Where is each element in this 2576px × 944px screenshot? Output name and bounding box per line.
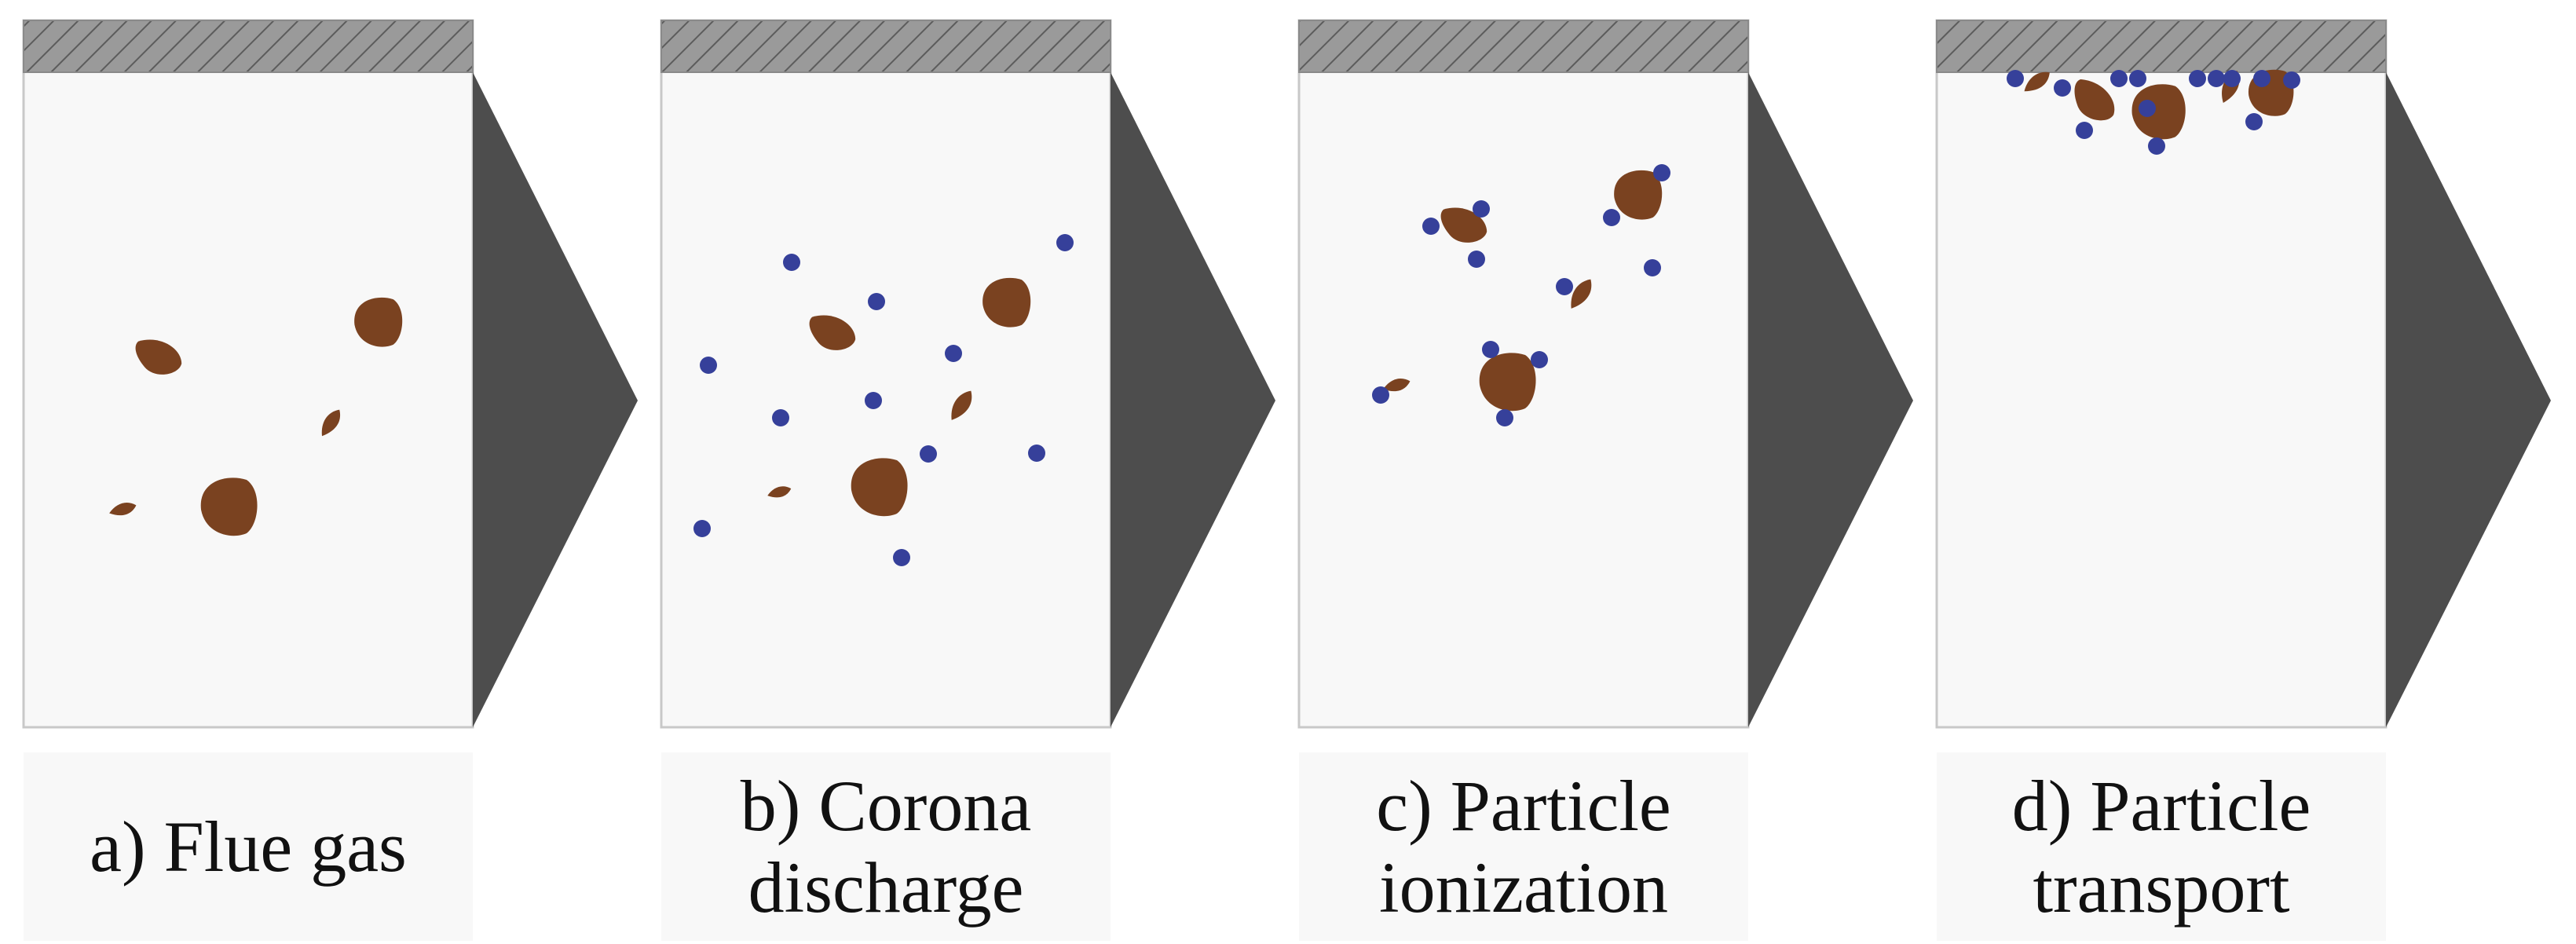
ion xyxy=(693,520,711,537)
ion xyxy=(1482,341,1499,358)
dust-particle xyxy=(1479,353,1536,412)
ion xyxy=(700,357,717,374)
flow-arrow-d xyxy=(2386,72,2551,727)
dust-particle xyxy=(1383,379,1411,392)
chamber-a xyxy=(22,19,474,729)
ion xyxy=(2148,137,2165,155)
stage-panel-d xyxy=(1935,19,2551,729)
collector-plate-d xyxy=(1936,20,2387,73)
ion xyxy=(868,293,885,310)
ion xyxy=(783,254,800,271)
ion xyxy=(2208,70,2225,87)
collector-plate-c xyxy=(1298,20,1749,73)
ion xyxy=(2283,71,2300,89)
ion xyxy=(2076,122,2093,139)
ion xyxy=(2110,70,2128,87)
stage-panel-b xyxy=(660,19,1275,729)
ion xyxy=(772,409,789,426)
ion xyxy=(1556,278,1573,295)
ion xyxy=(865,392,882,409)
ion xyxy=(2139,100,2156,117)
ion xyxy=(893,549,910,566)
dust-particle xyxy=(354,297,403,347)
dust-particle xyxy=(982,277,1031,327)
collector-plate-b xyxy=(660,20,1111,73)
dust-particle xyxy=(1440,207,1487,243)
dust-particle xyxy=(951,390,972,420)
dust-particle xyxy=(809,315,856,350)
dust-particle xyxy=(1571,279,1592,309)
dust-particle xyxy=(109,503,137,516)
dust-particle xyxy=(135,339,182,375)
ion xyxy=(1653,164,1670,181)
dust-particle xyxy=(321,409,340,437)
ion xyxy=(945,345,962,362)
dust-particle xyxy=(2024,71,2050,92)
ion xyxy=(2129,70,2146,87)
ion xyxy=(2007,70,2024,87)
ion xyxy=(2189,70,2206,87)
dust-particle xyxy=(1614,170,1663,220)
flow-arrow-b xyxy=(1111,72,1275,727)
ion xyxy=(2054,79,2071,97)
ion xyxy=(1496,409,1513,426)
flow-arrow-c xyxy=(1748,72,1913,727)
ion xyxy=(2245,113,2263,130)
ion xyxy=(920,445,937,463)
ion xyxy=(1028,445,1045,462)
dust-particle xyxy=(2074,79,2115,121)
flow-arrow-a xyxy=(473,72,638,727)
ion xyxy=(2223,70,2241,87)
dust-particle xyxy=(851,458,908,517)
ion xyxy=(1603,209,1620,226)
ion xyxy=(1468,251,1485,268)
ion xyxy=(2253,70,2270,87)
ion xyxy=(1473,200,1490,218)
ion xyxy=(1422,218,1440,235)
ion xyxy=(1056,234,1074,251)
stage-panel-c xyxy=(1297,19,1913,729)
chamber-b xyxy=(660,19,1112,729)
dust-particle xyxy=(200,477,258,536)
stage-panel-a xyxy=(22,19,638,729)
dust-particle xyxy=(767,486,792,498)
ion xyxy=(1531,351,1548,368)
ion xyxy=(1372,386,1389,404)
dust-particle xyxy=(2131,84,2186,140)
ion xyxy=(1644,259,1661,276)
collector-plate-a xyxy=(23,20,474,73)
